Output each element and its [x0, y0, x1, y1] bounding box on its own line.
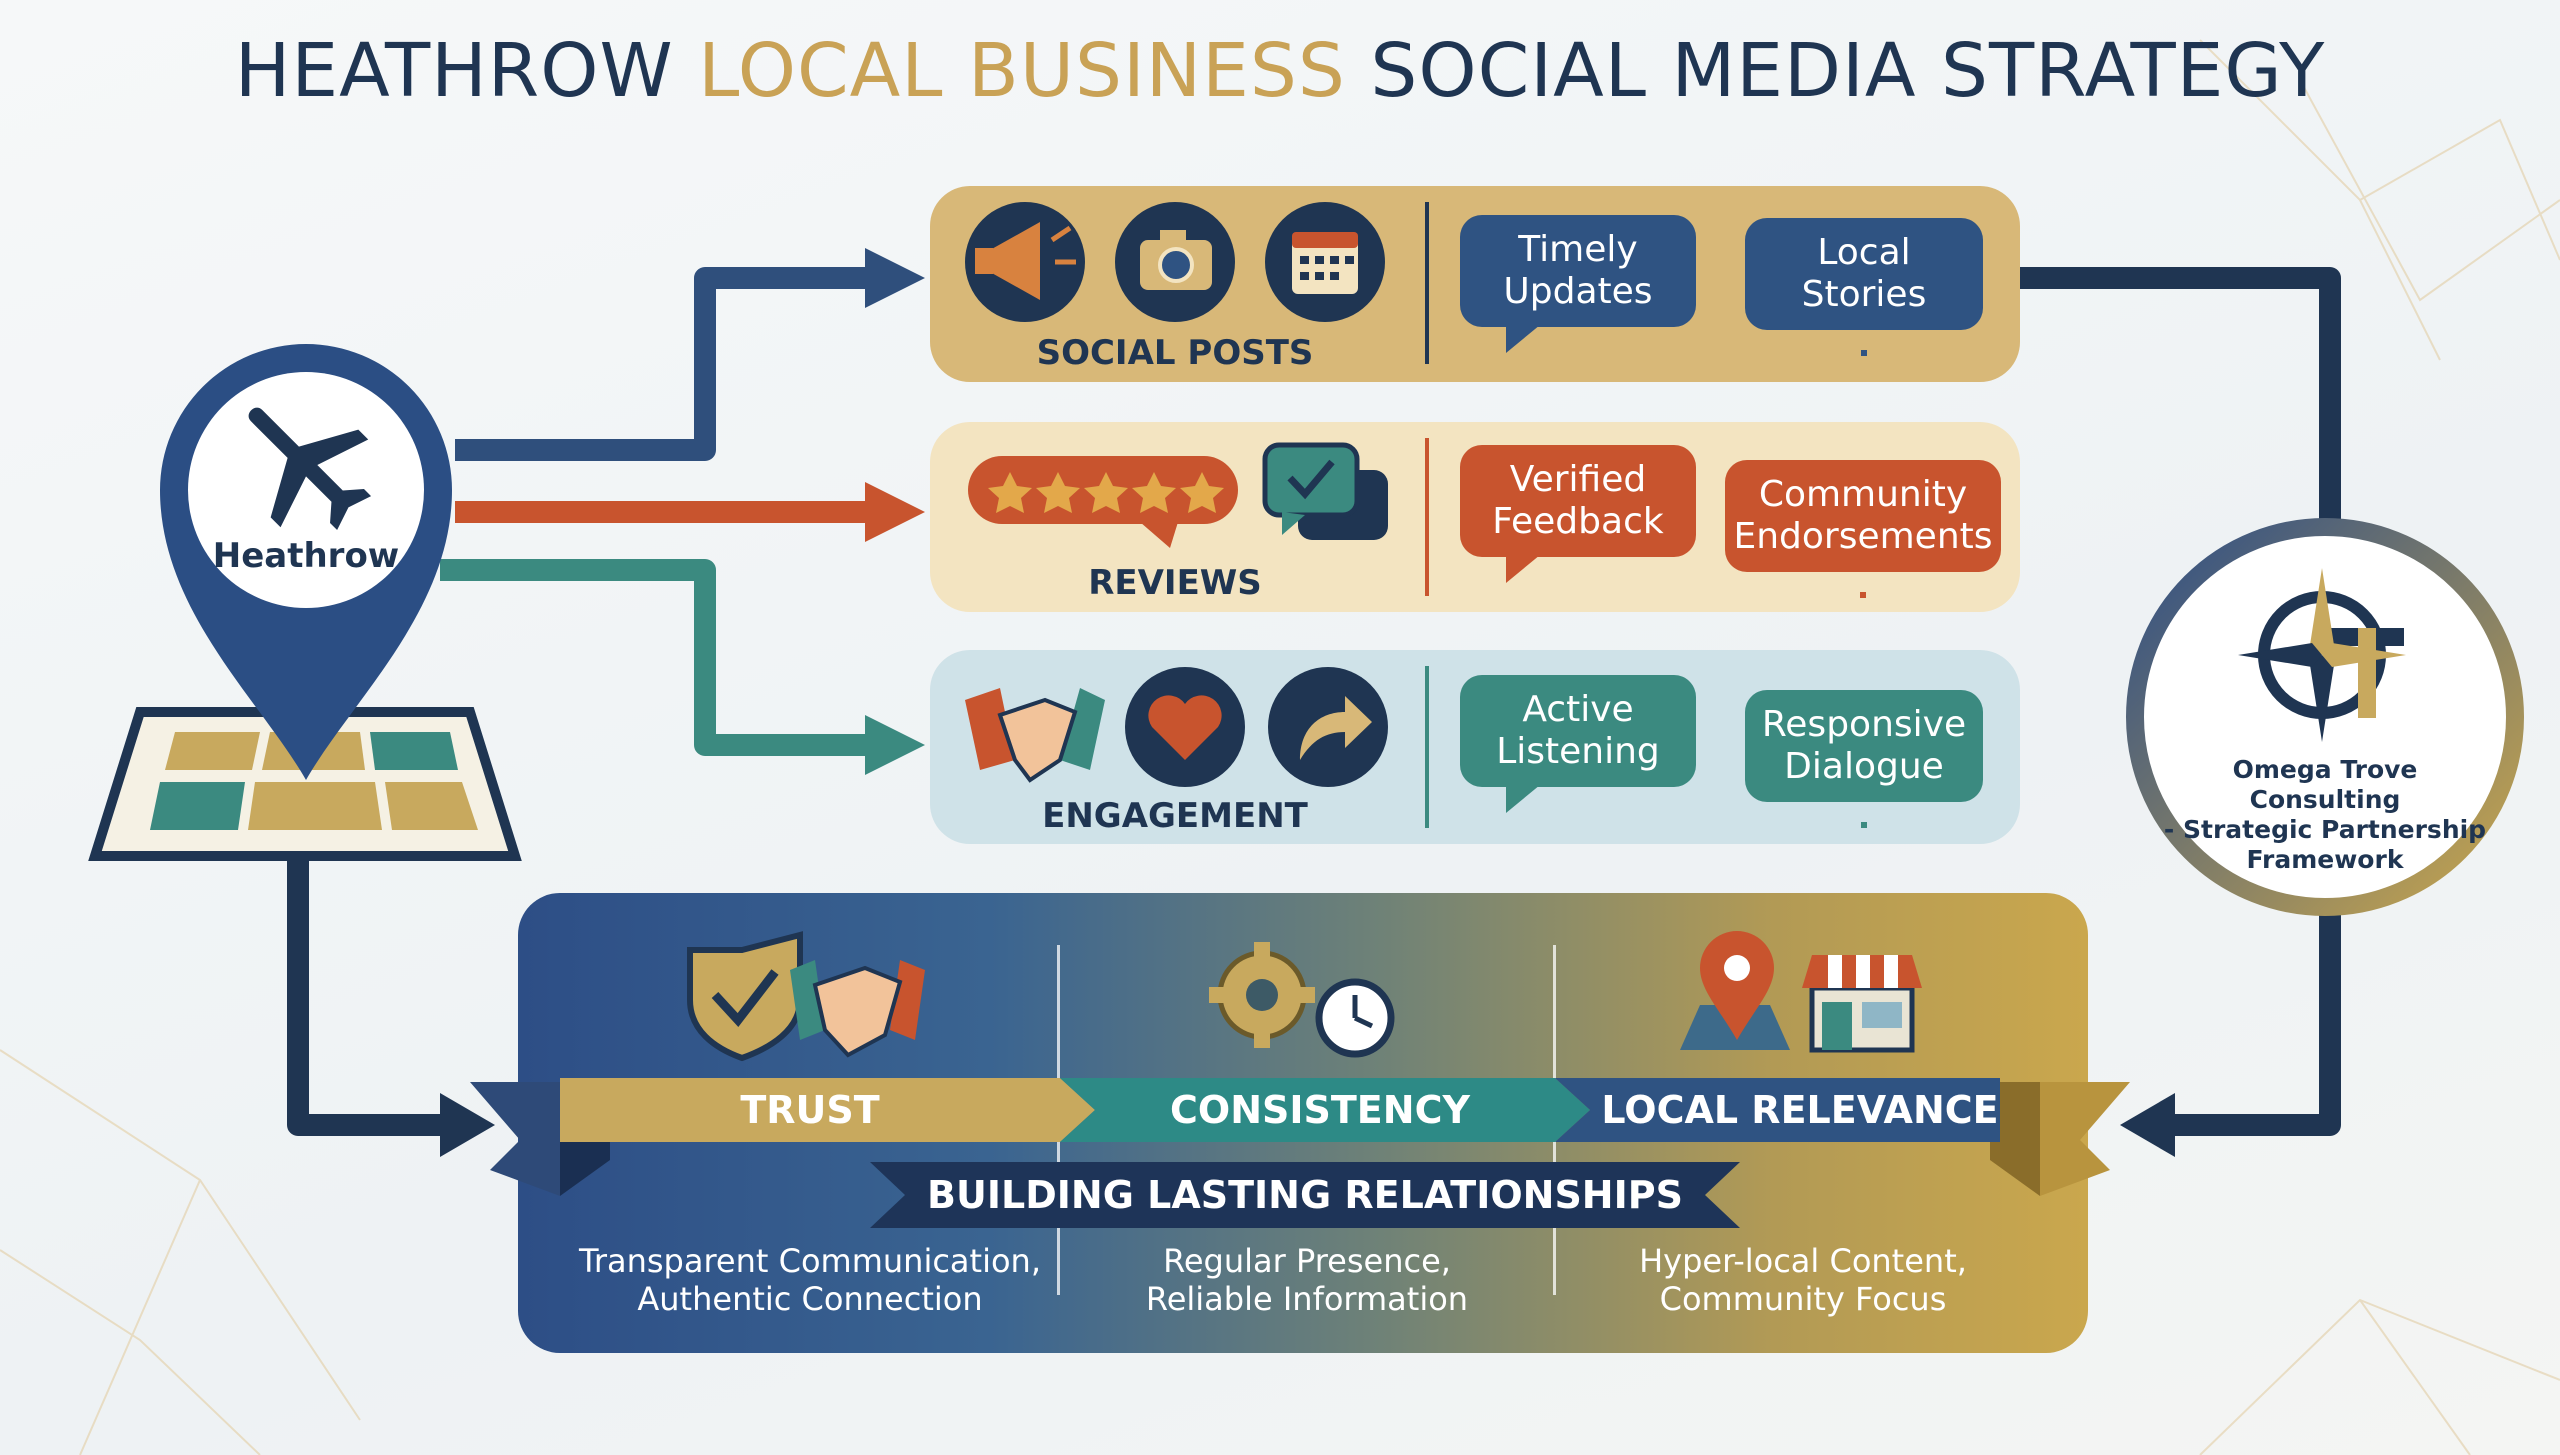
- partner-name: Omega Trove Consulting - Strategic Partn…: [2163, 755, 2487, 874]
- label-reviews: REVIEWS: [1088, 563, 1262, 603]
- bubble-community-endorsements: Community Endorsements: [1725, 460, 2001, 598]
- bubble-text: Verified Feedback: [1492, 459, 1664, 542]
- title-part-strategy: SOCIAL MEDIA STRATEGY: [1345, 28, 2326, 114]
- pillar-trust-desc: Transparent Communication, Authentic Con…: [578, 1242, 1041, 1318]
- title-part-local-business: LOCAL BUSINESS: [698, 28, 1346, 114]
- pin-label: Heathrow: [212, 536, 400, 576]
- bubble-text: Active Listening: [1496, 689, 1660, 772]
- page-title: HEATHROW LOCAL BUSINESS SOCIAL MEDIA STR…: [0, 28, 2560, 114]
- location-pin: [160, 344, 452, 780]
- handshake-icon: [790, 960, 925, 1058]
- heart-icon: [1125, 667, 1245, 787]
- divider-engagement: [1425, 666, 1429, 828]
- bubble-verified-feedback: Verified Feedback: [1460, 445, 1696, 583]
- map-icon: [88, 707, 522, 861]
- label-social-posts: SOCIAL POSTS: [1036, 333, 1314, 373]
- pillar-local-relevance-desc: Hyper-local Content, Community Focus: [1639, 1242, 1967, 1318]
- chat-check-icon: [1262, 442, 1388, 540]
- camera-icon: [1115, 202, 1235, 322]
- bubble-timely-updates: Timely Updates: [1460, 215, 1696, 353]
- pillar-trust-label: TRUST: [740, 1088, 880, 1132]
- compass-icon: [2238, 568, 2406, 742]
- bubble-local-stories: Local Stories: [1745, 218, 1983, 356]
- gears-clock-icon: [1209, 942, 1395, 1058]
- pillar-consistency-label: CONSISTENCY: [1170, 1088, 1470, 1132]
- megaphone-icon: [965, 202, 1085, 322]
- storefront-icon: [1802, 955, 1922, 1053]
- handshake-icon: [965, 688, 1105, 783]
- airplane-icon: [248, 407, 372, 531]
- calendar-icon: [1265, 202, 1385, 322]
- location-pin-icon: [1680, 931, 1790, 1050]
- banner-building-relationships: BUILDING LASTING RELATIONSHIPS: [927, 1173, 1683, 1217]
- bubble-active-listening: Active Listening: [1460, 675, 1696, 813]
- bubble-text: Community Endorsements: [1733, 474, 1993, 557]
- share-icon: [1268, 667, 1388, 787]
- divider-reviews: [1425, 438, 1429, 596]
- shield-check-icon: [687, 931, 803, 1062]
- label-engagement: ENGAGEMENT: [1042, 796, 1308, 836]
- pillar-local-relevance-label: LOCAL RELEVANCE: [1601, 1088, 1999, 1132]
- bubble-text: Responsive Dialogue: [1761, 704, 1967, 787]
- pillar-consistency-desc: Regular Presence, Reliable Information: [1145, 1242, 1469, 1318]
- bubble-text: Timely Updates: [1503, 229, 1653, 312]
- divider-social: [1425, 202, 1429, 364]
- stars-icon: [968, 456, 1238, 548]
- bubble-responsive-dialogue: Responsive Dialogue: [1745, 690, 1983, 828]
- bubble-text: Local Stories: [1801, 232, 1927, 315]
- title-part-heathrow: HEATHROW: [234, 28, 699, 114]
